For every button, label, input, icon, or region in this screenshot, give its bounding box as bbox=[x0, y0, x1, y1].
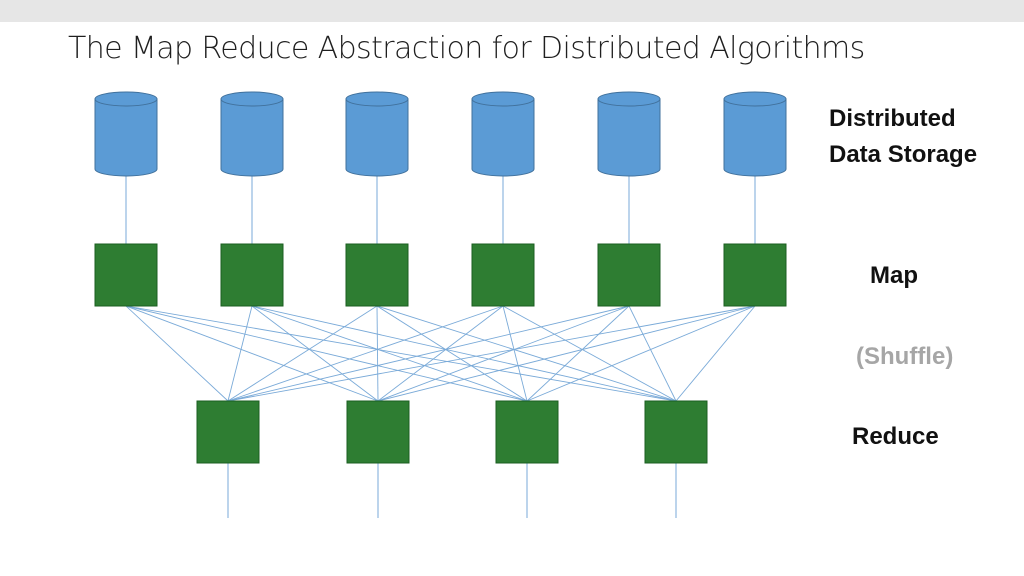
distributed-data-storage-label: Distributed Data Storage bbox=[829, 101, 977, 173]
shuffle-edge bbox=[227, 305, 756, 402]
shuffle-edge bbox=[502, 305, 677, 402]
shuffle-edge bbox=[125, 305, 379, 402]
cylinder-body bbox=[345, 98, 409, 177]
cylinder-top bbox=[345, 91, 409, 107]
cylinder-top bbox=[471, 91, 535, 107]
shuffle-edge bbox=[377, 305, 504, 402]
shuffle-edge bbox=[125, 305, 229, 402]
cylinder-body bbox=[94, 98, 158, 177]
cylinder-body bbox=[723, 98, 787, 177]
edges-layer bbox=[125, 176, 756, 518]
shuffle-edge bbox=[227, 305, 630, 402]
map-node bbox=[597, 243, 661, 307]
reduce-label: Reduce bbox=[852, 423, 939, 450]
reduce-node bbox=[644, 400, 708, 464]
map-label: Map bbox=[870, 262, 918, 289]
reduce-node bbox=[495, 400, 559, 464]
shuffle-edge bbox=[526, 305, 756, 402]
cylinder-top bbox=[220, 91, 284, 107]
shuffle-edge bbox=[125, 305, 677, 402]
storage-cylinder bbox=[94, 91, 158, 177]
map-node bbox=[471, 243, 535, 307]
shuffle-edge bbox=[227, 305, 504, 402]
shuffle-edge bbox=[125, 305, 528, 402]
shuffle-edge bbox=[227, 305, 253, 402]
shuffle-edge bbox=[376, 305, 528, 402]
cylinder-body bbox=[220, 98, 284, 177]
shuffle-edge bbox=[628, 305, 677, 402]
reduce-node bbox=[196, 400, 260, 464]
storage-cylinder bbox=[345, 91, 409, 177]
shuffle-label: (Shuffle) bbox=[856, 343, 954, 370]
shuffle-edge bbox=[377, 305, 630, 402]
cylinder-body bbox=[471, 98, 535, 177]
nodes-layer bbox=[94, 91, 787, 464]
shuffle-edge bbox=[251, 305, 379, 402]
storage-label-line-1: Distributed bbox=[829, 105, 956, 132]
shuffle-edge bbox=[675, 305, 756, 402]
storage-cylinder bbox=[597, 91, 661, 177]
shuffle-edge bbox=[502, 305, 528, 402]
cylinder-top bbox=[597, 91, 661, 107]
shuffle-edge bbox=[376, 305, 379, 402]
map-node bbox=[723, 243, 787, 307]
map-node bbox=[94, 243, 158, 307]
shuffle-edge bbox=[376, 305, 677, 402]
top-band bbox=[0, 0, 1024, 22]
shuffle-edge bbox=[377, 305, 756, 402]
cylinder-top bbox=[723, 91, 787, 107]
map-node bbox=[220, 243, 284, 307]
map-node bbox=[345, 243, 409, 307]
shuffle-edge bbox=[227, 305, 378, 402]
storage-cylinder bbox=[471, 91, 535, 177]
storage-cylinder bbox=[723, 91, 787, 177]
cylinder-top bbox=[94, 91, 158, 107]
page-title: The Map Reduce Abstraction for Distribut… bbox=[68, 31, 865, 66]
storage-cylinder bbox=[220, 91, 284, 177]
shuffle-edge bbox=[526, 305, 630, 402]
reduce-node bbox=[346, 400, 410, 464]
storage-label-line-2: Data Storage bbox=[829, 141, 978, 168]
shuffle-edge bbox=[251, 305, 528, 402]
shuffle-edge bbox=[251, 305, 677, 402]
cylinder-body bbox=[597, 98, 661, 177]
